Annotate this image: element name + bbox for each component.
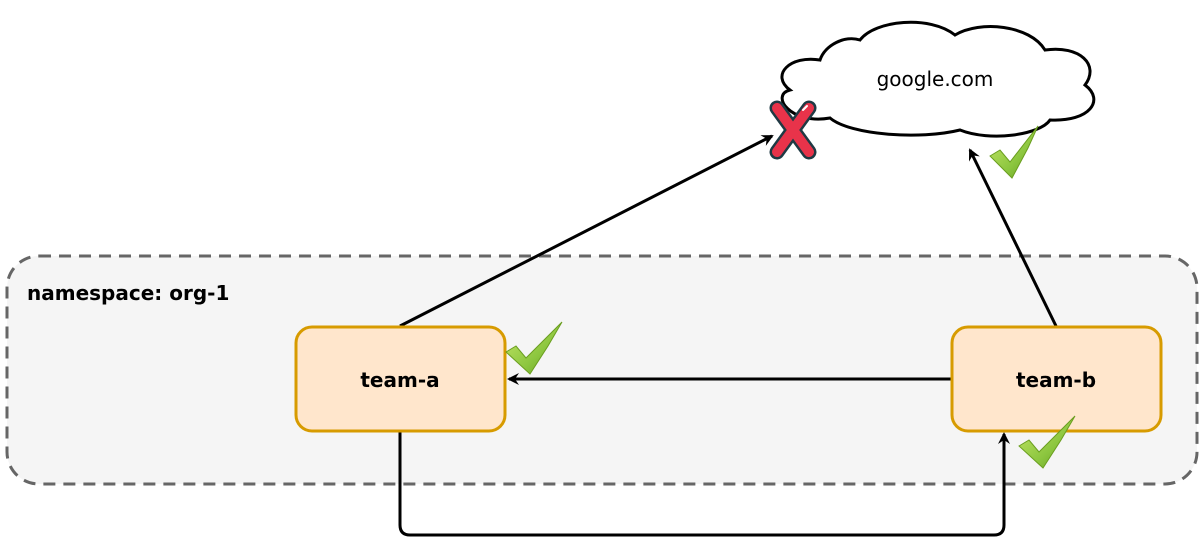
edge-team-b-to-google[interactable] — [968, 148, 1058, 327]
allowed-check-icon-team-a — [505, 321, 563, 375]
edge-team-a-to-google[interactable] — [399, 134, 774, 328]
team-a-box — [294, 325, 507, 433]
team-b-node[interactable]: team-b — [950, 325, 1163, 433]
denied-x-icon — [769, 100, 817, 160]
allowed-check-icon-team-b — [1018, 415, 1076, 469]
team-b-box — [950, 325, 1163, 433]
team-a-label: team-a — [360, 368, 439, 392]
namespace-label: namespace: org-1 — [27, 281, 229, 305]
team-a-node[interactable]: team-a — [294, 325, 507, 433]
cloud-label: google.com — [877, 67, 994, 91]
cloud-shape — [780, 20, 1096, 138]
edge-team-a-to-team-b[interactable] — [398, 431, 1010, 537]
allowed-check-icon-google — [989, 125, 1039, 179]
team-b-label: team-b — [1016, 368, 1096, 392]
google-cloud-node[interactable]: google.com — [780, 20, 1096, 138]
